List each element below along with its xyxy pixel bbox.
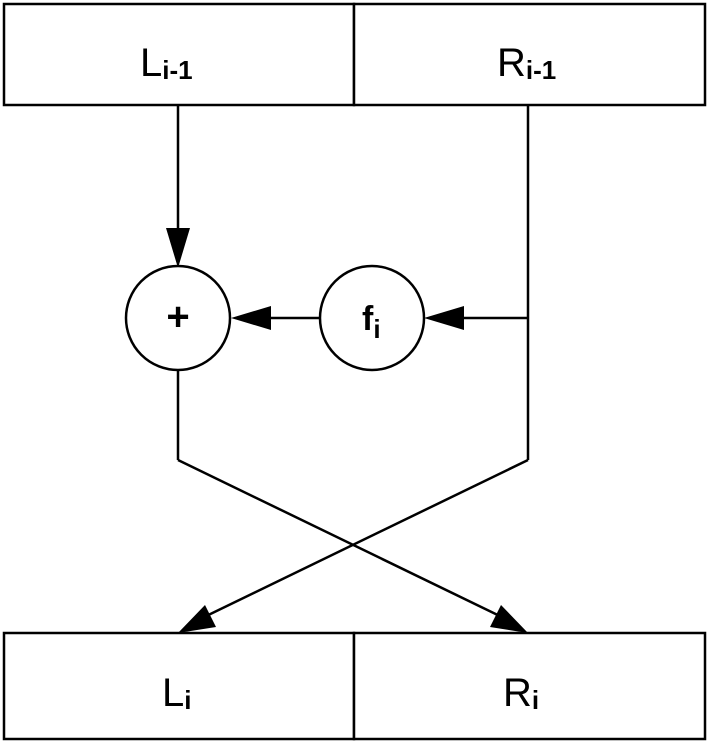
right-input-label: Ri-1 <box>497 41 556 85</box>
function-node: fi <box>318 264 426 372</box>
left-output-block <box>2 631 356 741</box>
right-output-block <box>352 631 707 741</box>
right-to-left-output-arrowhead <box>178 605 216 633</box>
right-output-label: Ri <box>503 671 539 715</box>
left-input-block <box>2 2 356 107</box>
function-label: fi <box>362 300 381 344</box>
right-to-left-output-line <box>197 458 529 622</box>
xor-to-right-output-arrowhead <box>490 605 528 633</box>
xor-symbol: + <box>166 295 189 339</box>
right-to-f-arrowhead <box>424 306 464 330</box>
f-to-xor-arrowhead <box>231 306 271 330</box>
bottom-row: Li Ri <box>2 631 707 741</box>
right-input-block <box>352 2 707 107</box>
top-row: Li-1 Ri-1 <box>2 2 707 107</box>
left-output-label: Li <box>162 671 191 715</box>
function-circle <box>318 264 426 372</box>
left-input-label: Li-1 <box>140 41 193 85</box>
xor-node: + <box>124 264 232 372</box>
left-to-xor-arrowhead <box>166 228 190 268</box>
xor-to-right-output-line <box>177 458 509 622</box>
